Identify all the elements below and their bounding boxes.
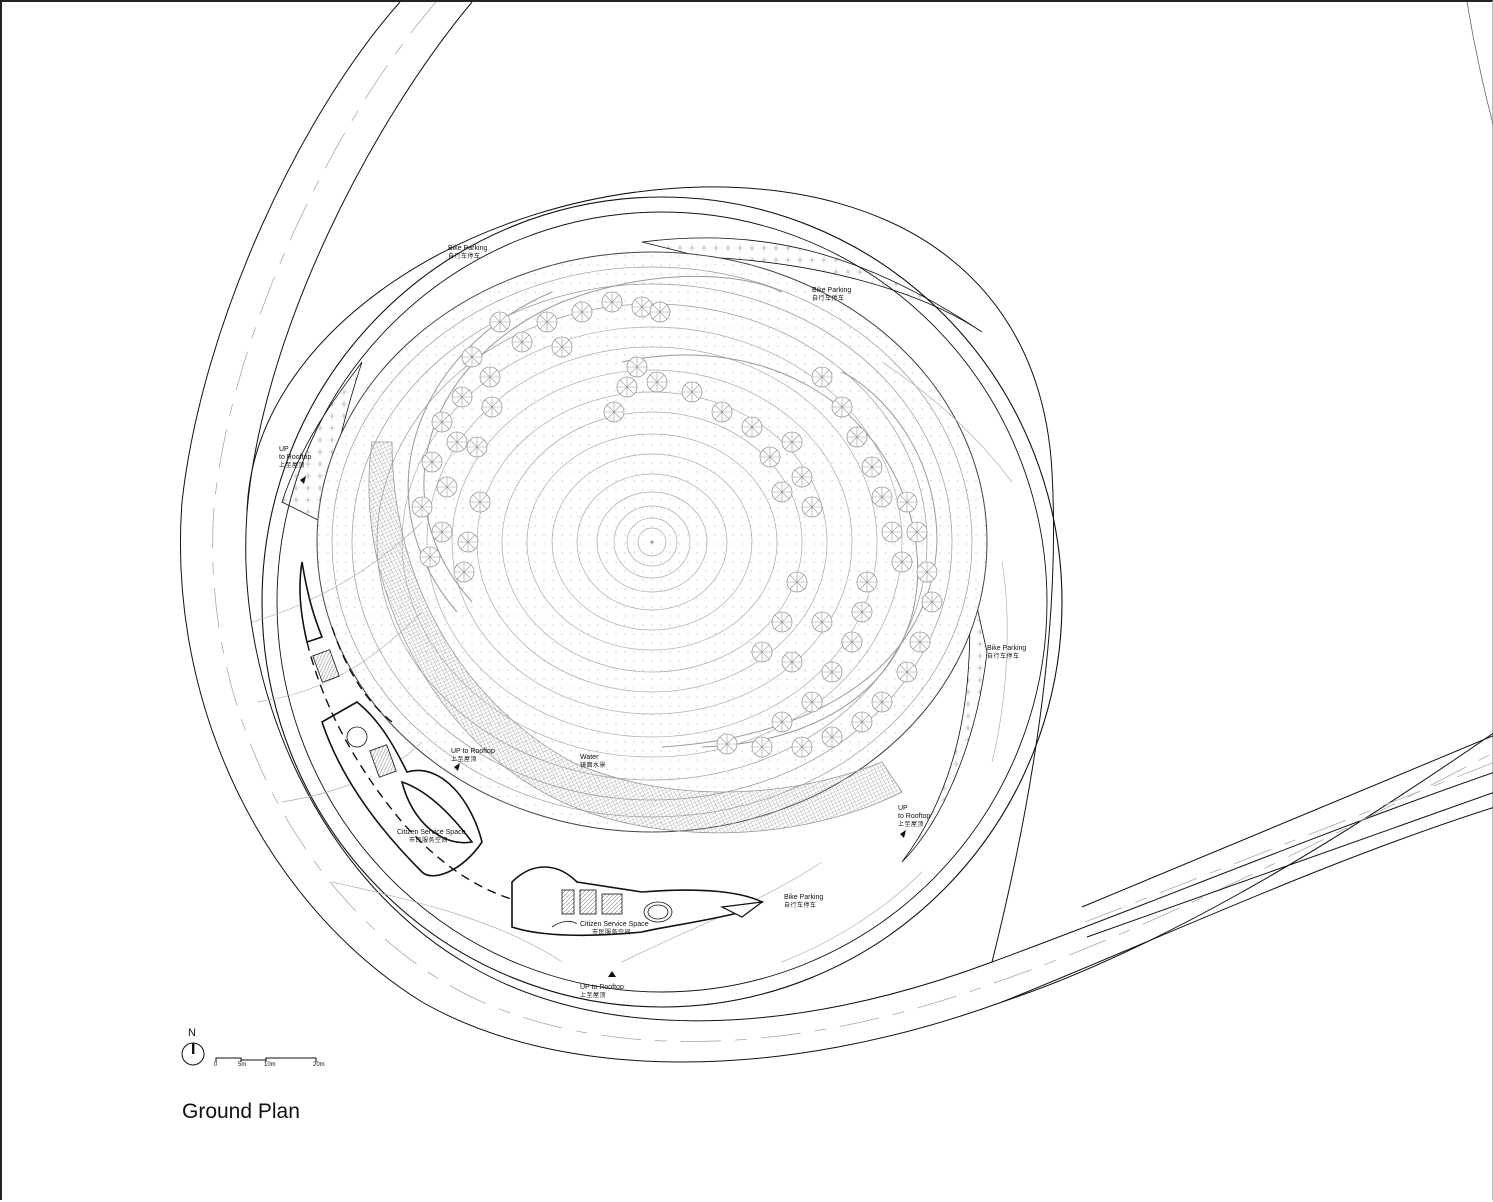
label-up-to-rooftop-se: UP to Rooftop 上至屋顶 xyxy=(898,805,931,828)
label-up-to-rooftop-w: UP to Rooftop 上至屋顶 xyxy=(279,446,312,469)
north-label: N xyxy=(188,1027,196,1039)
scale-tick-0: 0 xyxy=(214,1062,218,1068)
water-feature xyxy=(368,441,903,834)
spiral-plaza xyxy=(316,251,988,834)
stair-cores xyxy=(312,649,397,778)
landscape-lines xyxy=(251,361,1013,963)
label-citizen-service-space-south: Citizen Service Space 市民服务空间 xyxy=(580,921,649,936)
bike-parking-zone-north xyxy=(641,237,983,333)
label-bike-parking-e: Bike Parking 自行车停车 xyxy=(987,645,1027,660)
south-building-tip xyxy=(719,901,765,918)
scale-tick-5m: 5m xyxy=(238,1062,247,1068)
label-up-to-rooftop-s: UP to Rooftop 上至屋顶 xyxy=(580,984,624,999)
label-up-to-rooftop-sw: UP to Rooftop 上至屋顶 xyxy=(451,748,495,763)
site-boundary xyxy=(1466,2,1493,127)
label-bike-parking-ne: Bike Parking 自行车停车 xyxy=(812,287,852,302)
label-water: Water 镜面水景 xyxy=(580,754,607,769)
drawing-title: Ground Plan xyxy=(182,1100,300,1123)
north-arrow-icon xyxy=(181,1042,205,1066)
label-bike-parking-nw: Bike Parking 自行车停车 xyxy=(448,245,488,260)
scale-bar xyxy=(215,1057,317,1062)
plaza-ring xyxy=(261,196,1063,1008)
bike-parking-zone-east xyxy=(901,561,988,863)
building-dashed-outline xyxy=(306,626,523,903)
road-east xyxy=(1001,735,1493,1003)
scale-tick-20m: 20m xyxy=(313,1062,325,1068)
label-bike-parking-s: Bike Parking 自行车停车 xyxy=(784,894,824,909)
scale-tick-10m: 10m xyxy=(264,1062,276,1068)
up-arrow-icons xyxy=(300,476,906,977)
south-building-details xyxy=(551,889,673,928)
label-citizen-service-space-west: Citizen Service Space 市民服务空间 xyxy=(397,829,466,844)
